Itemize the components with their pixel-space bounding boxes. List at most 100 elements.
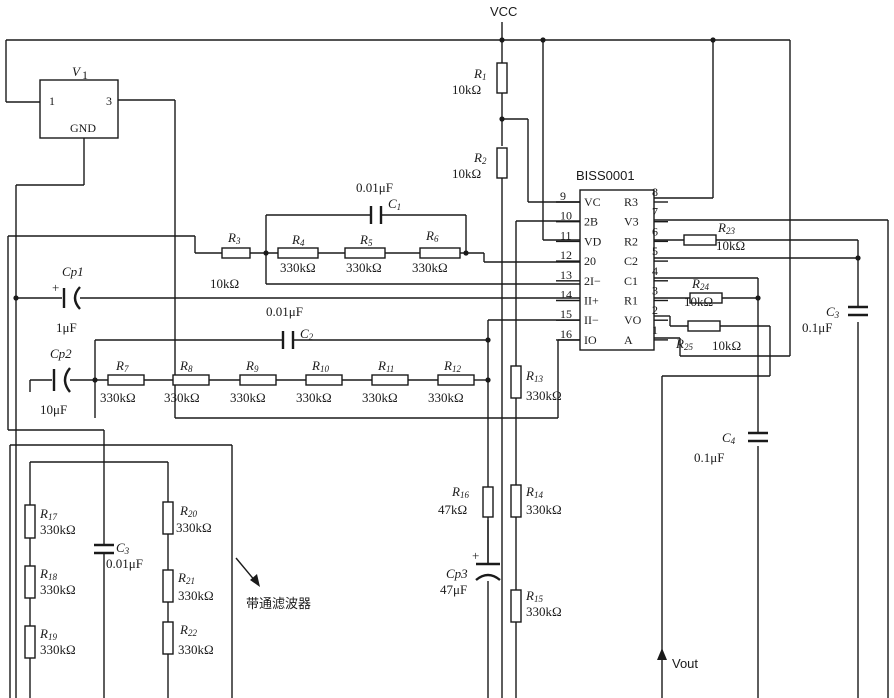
ic-pin-number: 6 [652,224,658,238]
component-name: R23 [717,220,735,236]
component-value: 330kΩ [40,522,76,537]
component-value: 330kΩ [526,388,562,403]
resistor-bodies [24,62,723,659]
ic-pin-label: 2I− [584,274,601,288]
regulator-pin3: 3 [106,94,112,108]
component-name: R25 [675,336,693,352]
resistor-r17 [24,504,36,539]
component-value: 330kΩ [40,582,76,597]
component-value: 10kΩ [712,338,741,353]
ic-pin-number: 4 [652,264,658,278]
resistor-r15 [510,589,522,623]
component-value: 10kΩ [210,276,239,291]
component-name: R20 [179,503,197,519]
resistor-r18 [24,565,36,599]
capacitor-c3-right [848,305,868,317]
ic-pin-number: 5 [652,244,658,258]
ic-pin-label: II+ [584,294,599,308]
resistor-r9 [239,374,277,386]
component-value: 10kΩ [452,82,481,97]
component-name: R17 [39,506,57,522]
capacitor-c3-left [94,543,114,555]
vout-arrow-icon [657,648,667,660]
vout-label: Vout [672,656,698,671]
component-value: 0.01μF [266,304,303,319]
regulator-gnd: GND [70,121,96,135]
component-value: 330kΩ [296,390,332,405]
vcc-label: VCC [490,4,517,19]
component-name: R14 [525,484,543,500]
regulator-name-sub: 1 [82,68,88,82]
ic-name: BISS0001 [576,168,635,183]
resistor-r8 [172,374,210,386]
regulator-name: V [72,64,82,79]
component-name: R2 [473,150,487,166]
component-value: 0.1μF [802,320,832,335]
bandpass-filter-label: 带通滤波器 [246,596,311,611]
ic-pin-number: 9 [560,189,566,203]
component-value: 330kΩ [178,588,214,603]
component-value: 330kΩ [412,260,448,275]
ic-pin-number: 8 [652,185,658,199]
component-name: R15 [525,588,543,604]
component-name: R4 [291,232,305,248]
resistor-r20 [162,501,174,535]
ic-pin-label: R3 [624,195,638,209]
ic-pin-label: VO [624,313,642,327]
component-value: 330kΩ [526,604,562,619]
cp3-plus-mark: + [472,548,479,563]
resistor-r23 [683,234,717,246]
ic-pin-label: C2 [624,254,638,268]
component-name: C3 [826,304,840,320]
ic-pin-number: 11 [560,228,572,242]
component-value: 330kΩ [40,642,76,657]
resistor-r21 [162,569,174,603]
resistor-r3 [221,247,251,259]
component-value: 1μF [56,320,77,335]
component-name: C3 [116,540,130,556]
ic-pin-number: 14 [560,288,572,302]
resistor-r16 [482,486,494,518]
component-name: R3 [227,230,241,246]
capacitor-c1 [369,206,383,224]
component-value: 10kΩ [684,294,713,309]
component-name: R18 [39,566,57,582]
ic-pin-number: 2 [652,303,658,317]
component-name: R19 [39,626,57,642]
resistor-r12 [437,374,475,386]
resistor-r11 [371,374,409,386]
component-value: 330kΩ [526,502,562,517]
component-value: 0.01μF [106,556,143,571]
ic-pin-label: VD [584,234,602,248]
resistor-r25 [687,320,721,332]
resistor-r7 [107,374,145,386]
resistor-r2 [496,147,508,179]
resistor-labels: R110kΩR210kΩR310kΩR4330kΩR5330kΩR6330kΩR… [39,66,745,657]
resistor-r24 [689,292,723,304]
component-value: 330kΩ [230,390,266,405]
component-name: R13 [525,368,543,384]
component-value: 47μF [440,582,467,597]
ic-pin-label: II− [584,313,599,327]
component-value: 0.01μF [356,180,393,195]
resistor-r4 [277,247,319,259]
component-name: R5 [359,232,373,248]
component-value: 330kΩ [362,390,398,405]
ic-pin-number: 13 [560,268,572,282]
capacitor-cp1 [62,286,81,310]
ic-pin-number: 12 [560,248,572,262]
ic-pin-label: R2 [624,234,638,248]
component-name: R10 [311,358,329,374]
resistor-r6 [419,247,461,259]
ic-pin-number: 1 [652,323,658,337]
component-value: 47kΩ [438,502,467,517]
component-name: R12 [443,358,461,374]
component-name: C2 [300,326,314,342]
component-value: 10μF [40,402,67,417]
component-value: 330kΩ [428,390,464,405]
ic-pin-label: C1 [624,274,638,288]
ic-pin-label: 20 [584,254,596,268]
